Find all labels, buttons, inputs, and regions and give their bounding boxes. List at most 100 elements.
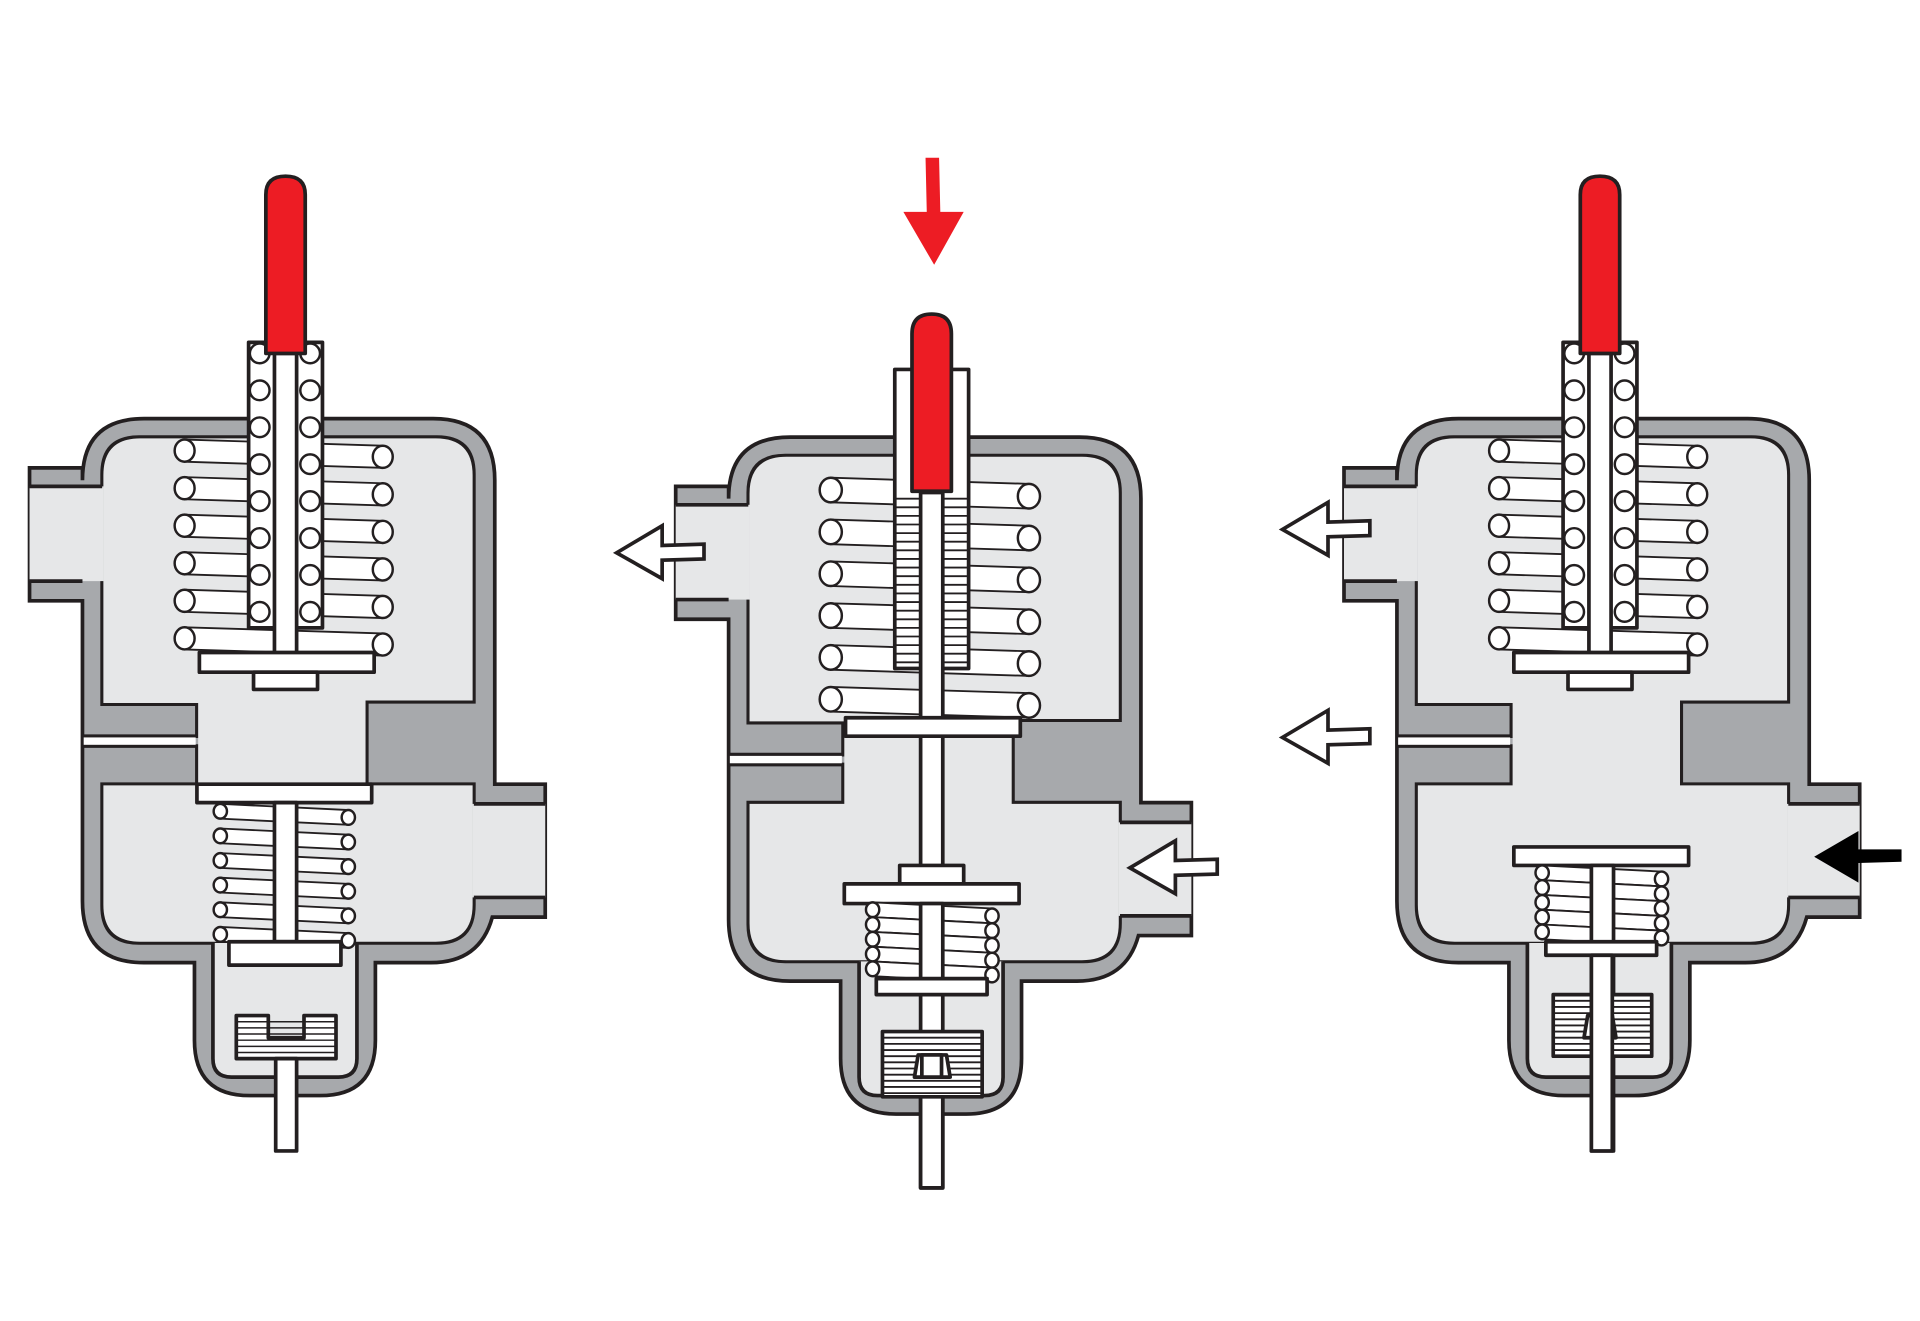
main-spring-coil-end [173,438,196,463]
main-spring-coil-end [1686,519,1709,545]
main-spring-coil-end [371,557,394,582]
keyhole-inner [920,1053,944,1079]
return-spring-coil-end [1653,899,1670,918]
guide-ball [1563,526,1586,550]
main-spring-coil-end [1686,444,1709,470]
return-spring-coil-end [212,802,229,820]
return-spring-coil-end [864,901,881,919]
main-spring-coil-end [1487,513,1511,539]
chamber-outline [1396,435,1791,945]
main-spring-coil-end [371,594,394,620]
main-spring-coil-end [818,685,844,713]
main-spring-coil-end [371,632,394,657]
valve-stem [272,351,299,657]
seat-block [1544,939,1659,958]
guide-ball [299,416,322,439]
return-spring-coil-end [1534,878,1551,897]
spring-plate [197,650,376,675]
spring-plate [843,715,1023,739]
lower-stem [272,800,299,944]
return-spring-coil-end [340,882,357,900]
main-spring-coil-end [173,513,196,539]
red-handle [1578,174,1622,356]
main-spring-coil-end [1686,482,1709,507]
return-spring-coil-end [984,907,1000,925]
main-spring-coil-end [1016,608,1042,636]
guide-ball [299,453,322,476]
main-spring-coil-end [173,588,196,614]
guide-ball [1613,490,1636,513]
return-spring-coil-end [1653,870,1670,888]
return-spring-coil-end [212,827,229,845]
guide-ball [1563,600,1586,623]
guide-ball [299,526,322,550]
catch-bracket [234,1013,338,1061]
main-spring-coil-end [173,626,196,651]
guide-ball [248,600,271,623]
guide-ball [1613,600,1636,623]
main-spring-coil-end [371,482,394,507]
return-spring-coil-end [1653,885,1670,903]
return-spring-coil-end [340,931,357,950]
guide-ball [1563,563,1586,587]
return-spring-coil-end [984,922,1000,940]
red-handle [264,174,308,356]
seat-block [874,976,989,997]
main-spring-coil-end [1016,524,1042,552]
valve-stem [918,490,945,870]
left-port [29,486,104,582]
red-handle [910,312,954,494]
main-spring-coil-end [1487,550,1511,576]
stem-block [897,863,966,886]
lower-piston-plate [842,882,1021,906]
valve-stem [1587,351,1613,657]
return-spring-coil-end [340,907,357,925]
main-spring-coil-end [1686,632,1709,657]
guide-ball [1613,526,1636,550]
bottom-stem [918,1094,945,1190]
chamber-outline [728,453,1122,964]
valve-3-flow [1342,174,1862,1153]
guide-ball [248,526,271,550]
bottom-stem [1589,953,1615,1153]
main-spring-coil-end [818,560,844,588]
guide-ball [248,490,271,513]
guide-ball [299,600,322,623]
inlet-arrow-icon [1126,837,1220,897]
main-spring-coil-end [1487,626,1511,651]
return-spring-coil-end [1534,908,1551,926]
return-spring-coil-end [864,960,881,978]
guide-ball [1563,490,1586,513]
lower-piston-plate [195,782,374,805]
outlet-arrow-icon [1278,499,1372,559]
return-spring-coil-end [212,901,229,919]
main-spring-coil-end [1016,650,1042,678]
main-spring-coil-end [173,475,196,501]
outlet-arrow-icon [612,522,706,582]
lower-piston-plate [1512,845,1691,868]
guide-ball [299,563,322,587]
right-port [472,803,546,898]
main-spring-coil-end [371,519,394,545]
bypass-slot [1398,737,1511,745]
guide-ball [248,563,271,587]
guide-ball [248,379,271,402]
main-spring-coil-end [818,518,844,546]
valve-2-pressed [673,312,1194,1190]
outlet-arrow-icon [1278,707,1372,767]
guide-ball [1613,453,1636,476]
stem-block [1566,670,1634,692]
bottom-stem [273,1056,299,1153]
guide-ball [1613,563,1636,587]
guide-ball [248,416,271,439]
main-spring-coil-end [818,602,844,630]
main-spring-coil-end [1686,557,1709,582]
guide-ball [299,379,322,402]
return-spring-coil-end [864,945,881,963]
return-spring-coil-end [1534,893,1551,911]
press-arrow-icon [903,157,964,265]
main-spring-coil-end [1686,594,1709,620]
guide-ball [1613,379,1636,402]
return-spring-coil-end [984,936,1000,955]
